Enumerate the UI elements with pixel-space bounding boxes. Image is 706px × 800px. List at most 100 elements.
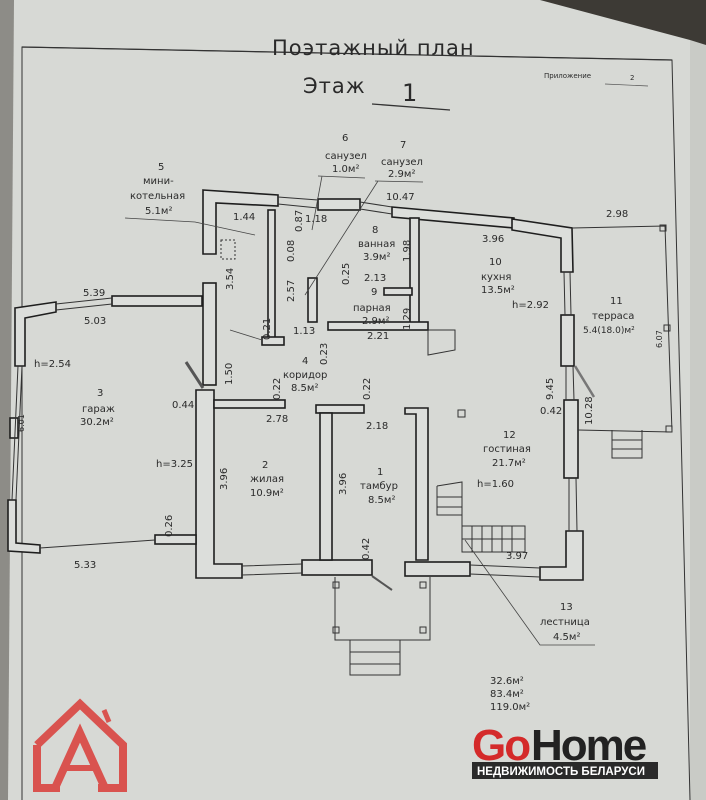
- stairs: [461, 525, 526, 553]
- svg-text:1.44: 1.44: [233, 212, 255, 223]
- terrace-outline: [571, 225, 673, 433]
- frame-top-line: [21, 46, 673, 61]
- floor-number: 1: [402, 79, 417, 107]
- room-12-living-room: 12 гостиная 21.7м²: [483, 430, 531, 469]
- svg-text:1: 1: [377, 467, 383, 478]
- height-kitchen: h=2.92: [512, 300, 549, 311]
- svg-text:жилая: жилая: [250, 474, 284, 485]
- svg-text:4.5м²: 4.5м²: [553, 632, 580, 643]
- svg-text:тамбур: тамбур: [360, 481, 398, 492]
- svg-text:32.6м²: 32.6м²: [490, 676, 524, 687]
- svg-text:10.47: 10.47: [386, 192, 415, 203]
- room-4-corridor: 4 коридор 8.5м²: [283, 356, 327, 394]
- svg-text:коридор: коридор: [283, 370, 327, 381]
- svg-text:6: 6: [342, 133, 348, 144]
- room-5-boiler: 5 мини- котельная 5.1м²: [130, 162, 185, 217]
- area-totals: 32.6м² 83.4м² 119.0м²: [490, 676, 530, 713]
- svg-text:5.39: 5.39: [83, 288, 105, 299]
- svg-text:1.29: 1.29: [402, 308, 413, 330]
- plan-title: Поэтажный план: [272, 36, 475, 60]
- svg-text:3.97: 3.97: [506, 551, 528, 562]
- svg-text:2.18: 2.18: [366, 421, 388, 432]
- svg-text:Home: Home: [531, 721, 646, 770]
- svg-text:3.96: 3.96: [219, 468, 230, 490]
- height-garage: h=2.54: [34, 359, 71, 370]
- svg-text:3.96: 3.96: [482, 234, 504, 245]
- svg-text:11: 11: [610, 296, 623, 307]
- svg-text:0.23: 0.23: [319, 343, 330, 365]
- room-13-staircase: 13 лестница 4.5м²: [540, 602, 590, 643]
- svg-text:3: 3: [97, 388, 103, 399]
- dimensions: 1.44 1.18 10.47 2.98 3.96 2.13 2.21 1.13…: [17, 192, 664, 571]
- agency-logo: [33, 698, 127, 792]
- svg-text:терраса: терраса: [592, 311, 634, 322]
- svg-text:0.42: 0.42: [540, 406, 562, 417]
- svg-text:1.98: 1.98: [402, 240, 413, 262]
- svg-text:лестница: лестница: [540, 617, 590, 628]
- floor-label: Этаж: [303, 74, 366, 98]
- svg-text:2.9м²: 2.9м²: [388, 169, 415, 180]
- svg-text:1.18: 1.18: [305, 214, 327, 225]
- svg-text:5.33: 5.33: [74, 560, 96, 571]
- svg-text:кухня: кухня: [481, 272, 511, 283]
- room-9-sauna: 9 парная 2.9м²: [353, 287, 391, 327]
- svg-text:0.26: 0.26: [164, 515, 175, 537]
- appendix-underline: [604, 83, 649, 87]
- height-stairs: h=1.60: [477, 479, 514, 490]
- room-1-vestibule: 1 тамбур 8.5м²: [360, 467, 398, 506]
- svg-text:2.13: 2.13: [364, 273, 386, 284]
- room-3-garage: 3 гараж 30.2м²: [80, 388, 115, 428]
- svg-text:6.07: 6.07: [655, 330, 664, 348]
- svg-text:30.2м²: 30.2м²: [80, 417, 114, 428]
- leader-lines: [124, 175, 595, 646]
- svg-text:10.9м²: 10.9м²: [250, 488, 284, 499]
- appendix-number: 2: [630, 74, 634, 82]
- height-garage-2: h=3.25: [156, 459, 193, 470]
- svg-text:2: 2: [262, 460, 268, 471]
- room-7-wc: 7 санузел 2.9м²: [381, 140, 423, 180]
- terrace-door: [573, 365, 596, 398]
- svg-text:мини-: мини-: [143, 176, 174, 187]
- svg-text:8: 8: [372, 225, 378, 236]
- svg-text:2.98: 2.98: [606, 209, 628, 220]
- svg-text:9: 9: [371, 287, 377, 298]
- svg-text:0.87: 0.87: [294, 210, 305, 232]
- svg-text:10.28: 10.28: [584, 396, 595, 425]
- svg-text:4: 4: [302, 356, 308, 367]
- svg-text:13.5м²: 13.5м²: [481, 285, 515, 296]
- svg-text:6.01: 6.01: [17, 414, 26, 432]
- paper-left-edge: [0, 0, 14, 800]
- svg-text:2.9м²: 2.9м²: [362, 316, 389, 327]
- svg-text:5: 5: [158, 162, 164, 173]
- room-2-living: 2 жилая 10.9м²: [250, 460, 284, 499]
- svg-text:котельная: котельная: [130, 191, 185, 202]
- entry-door: [371, 575, 393, 591]
- svg-text:9.45: 9.45: [545, 378, 556, 400]
- svg-text:ванная: ванная: [358, 239, 395, 250]
- svg-text:гараж: гараж: [82, 404, 115, 415]
- svg-text:0.22: 0.22: [272, 378, 283, 400]
- svg-text:21.7м²: 21.7м²: [492, 458, 526, 469]
- svg-text:1.50: 1.50: [224, 363, 235, 385]
- garage-door: [184, 361, 205, 389]
- svg-text:санузел: санузел: [325, 151, 367, 162]
- svg-text:0.44: 0.44: [172, 400, 194, 411]
- svg-text:13: 13: [560, 602, 573, 613]
- porch-steps: [349, 640, 401, 676]
- svg-text:гостиная: гостиная: [483, 444, 531, 455]
- svg-text:0.21: 0.21: [262, 318, 273, 340]
- svg-text:0.42: 0.42: [361, 538, 372, 560]
- svg-text:5.4(18.0)м²: 5.4(18.0)м²: [583, 326, 635, 336]
- floor-underline: [371, 103, 451, 111]
- room-8-bathroom: 8 ванная 3.9м²: [358, 225, 395, 263]
- svg-text:10: 10: [489, 257, 502, 268]
- svg-text:санузел: санузел: [381, 157, 423, 168]
- gohome-watermark: Go Home НЕДВИЖИМОСТЬ БЕЛАРУСИ: [472, 721, 658, 779]
- svg-text:1.0м²: 1.0м²: [332, 164, 359, 175]
- boiler: [220, 239, 236, 260]
- svg-text:3.96: 3.96: [338, 473, 349, 495]
- svg-text:парная: парная: [353, 303, 391, 314]
- porch: [334, 577, 431, 641]
